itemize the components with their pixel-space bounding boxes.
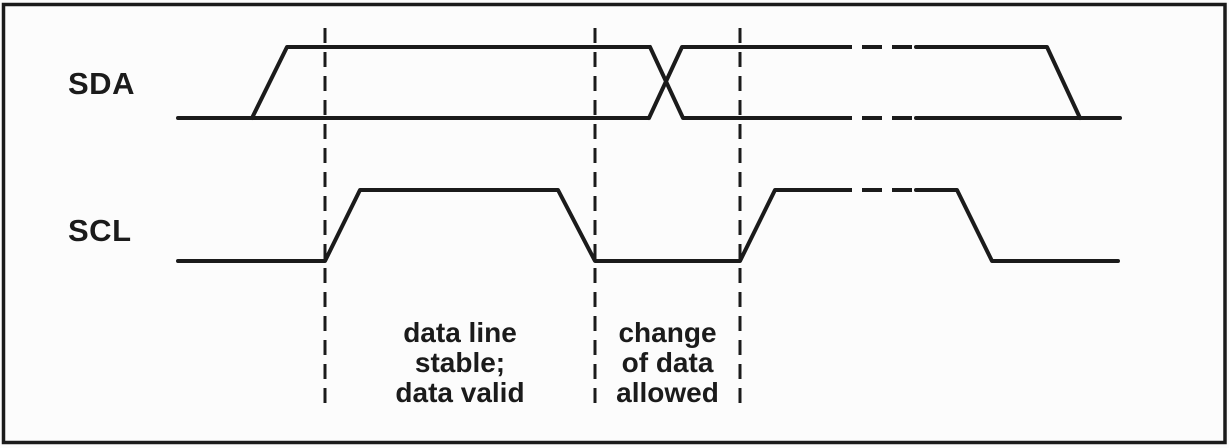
annotation-line: allowed — [616, 377, 719, 408]
annotation-data-stable: data line stable; data valid — [325, 318, 595, 408]
sda-waveform-continuation-dashes — [832, 45, 916, 120]
scl-waveform-solid — [176, 188, 1120, 263]
annotation-line: of data — [621, 347, 714, 378]
sda-waveform-solid — [176, 45, 1122, 120]
scl-label: SCL — [68, 213, 132, 248]
annotation-line: stable; — [414, 347, 506, 378]
annotation-line: data line — [403, 317, 517, 348]
annotation-line: change — [618, 317, 717, 348]
annotation-line: data valid — [395, 377, 525, 408]
region-dividers — [323, 28, 742, 410]
sda-waveform — [176, 45, 1122, 120]
annotation-change-allowed: change of data allowed — [595, 318, 740, 408]
sda-label: SDA — [68, 66, 135, 101]
scl-waveform — [176, 188, 1120, 263]
